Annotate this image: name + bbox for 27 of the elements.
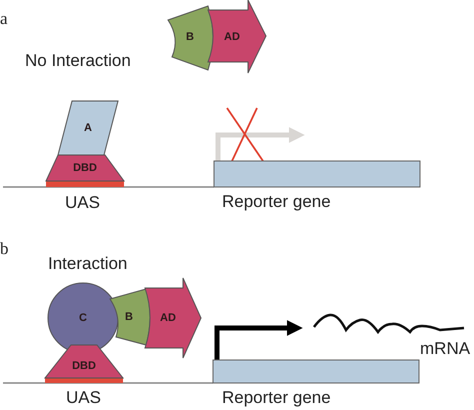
- mrna-label: mRNA: [420, 340, 470, 357]
- a-parallelogram: [58, 101, 118, 155]
- gene-label: Reporter gene: [222, 389, 331, 406]
- domain-label: AD: [224, 30, 240, 42]
- dbd-trapezoid: [46, 155, 124, 181]
- transcription-arrow: [214, 320, 303, 360]
- condition-label: Interaction: [48, 255, 128, 272]
- activation-domain-shape: [143, 278, 201, 358]
- panel-letter: a: [0, 10, 8, 27]
- panel-letter: b: [0, 240, 8, 257]
- b-domain-shape: [110, 289, 150, 345]
- domain-label: DBD: [73, 162, 97, 174]
- region-label: UAS: [65, 194, 100, 211]
- domain-label: AD: [160, 312, 176, 324]
- gene-label: Reporter gene: [222, 193, 331, 210]
- domain-label: DBD: [72, 360, 96, 372]
- reporter-gene-bar: [213, 360, 419, 383]
- domain-label: B: [186, 31, 194, 43]
- activation-domain-shape: [206, 0, 266, 73]
- domain-label: C: [79, 312, 87, 324]
- region-label: UAS: [66, 389, 101, 406]
- transcription-arrow: [216, 127, 305, 161]
- domain-label: A: [84, 122, 92, 134]
- domain-label: B: [125, 311, 133, 323]
- reporter-gene-bar: [214, 161, 420, 187]
- dbd-trapezoid: [45, 345, 123, 378]
- condition-label: No Interaction: [25, 52, 131, 69]
